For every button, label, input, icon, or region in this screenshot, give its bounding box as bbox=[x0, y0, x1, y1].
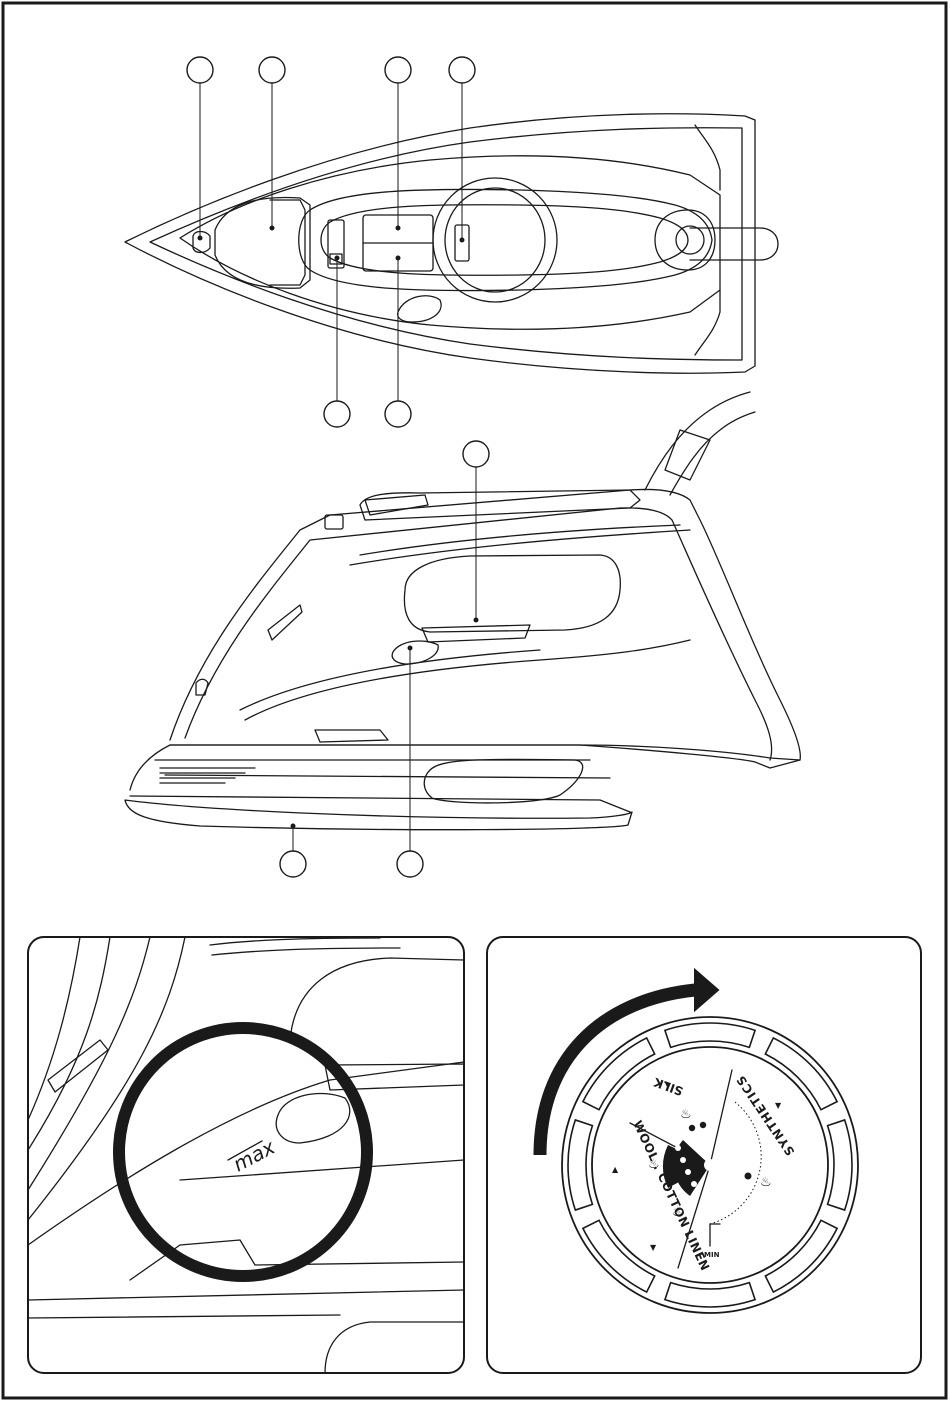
min-label: MIN bbox=[704, 1251, 720, 1259]
iron-top-view bbox=[125, 114, 778, 373]
leader-dot bbox=[270, 226, 275, 231]
callout-marker bbox=[385, 401, 411, 427]
leader-dot bbox=[474, 618, 479, 623]
steam-icon: ♨ bbox=[680, 1107, 692, 1122]
synthetics-marker: ▼ bbox=[775, 1101, 782, 1110]
leader-dot bbox=[335, 256, 340, 261]
callout-marker bbox=[449, 57, 475, 83]
leader-dot bbox=[396, 226, 401, 231]
callout-marker bbox=[280, 851, 306, 877]
callout-marker bbox=[187, 57, 213, 83]
leader-dot bbox=[396, 256, 401, 261]
leader-dot bbox=[198, 236, 203, 241]
temp-dot bbox=[689, 1125, 695, 1131]
top-view-callouts bbox=[187, 57, 475, 427]
iron-side-view bbox=[125, 392, 800, 830]
callout-marker bbox=[324, 401, 350, 427]
wool-marker: ▲ bbox=[612, 1165, 619, 1174]
leader-dot bbox=[291, 824, 296, 829]
no-steam-icon: ♨ bbox=[760, 1175, 772, 1190]
silk-marker: ▼ bbox=[665, 1081, 672, 1090]
linen-marker: ▼ bbox=[650, 1243, 657, 1252]
leader-dot bbox=[408, 646, 413, 651]
side-view-callouts bbox=[280, 441, 489, 877]
detail-panel-max-fill: max bbox=[28, 937, 464, 1373]
temp-dot bbox=[700, 1122, 706, 1128]
temp-dot bbox=[745, 1173, 752, 1180]
leader-dot bbox=[460, 238, 465, 243]
callout-marker bbox=[463, 441, 489, 467]
dial-panel: ♨ ♨ ♨ ♨ SILK SYNTHETICS WOOL . COTTON LI… bbox=[487, 937, 921, 1373]
callout-marker bbox=[397, 851, 423, 877]
callout-marker bbox=[385, 57, 411, 83]
callout-marker bbox=[259, 57, 285, 83]
